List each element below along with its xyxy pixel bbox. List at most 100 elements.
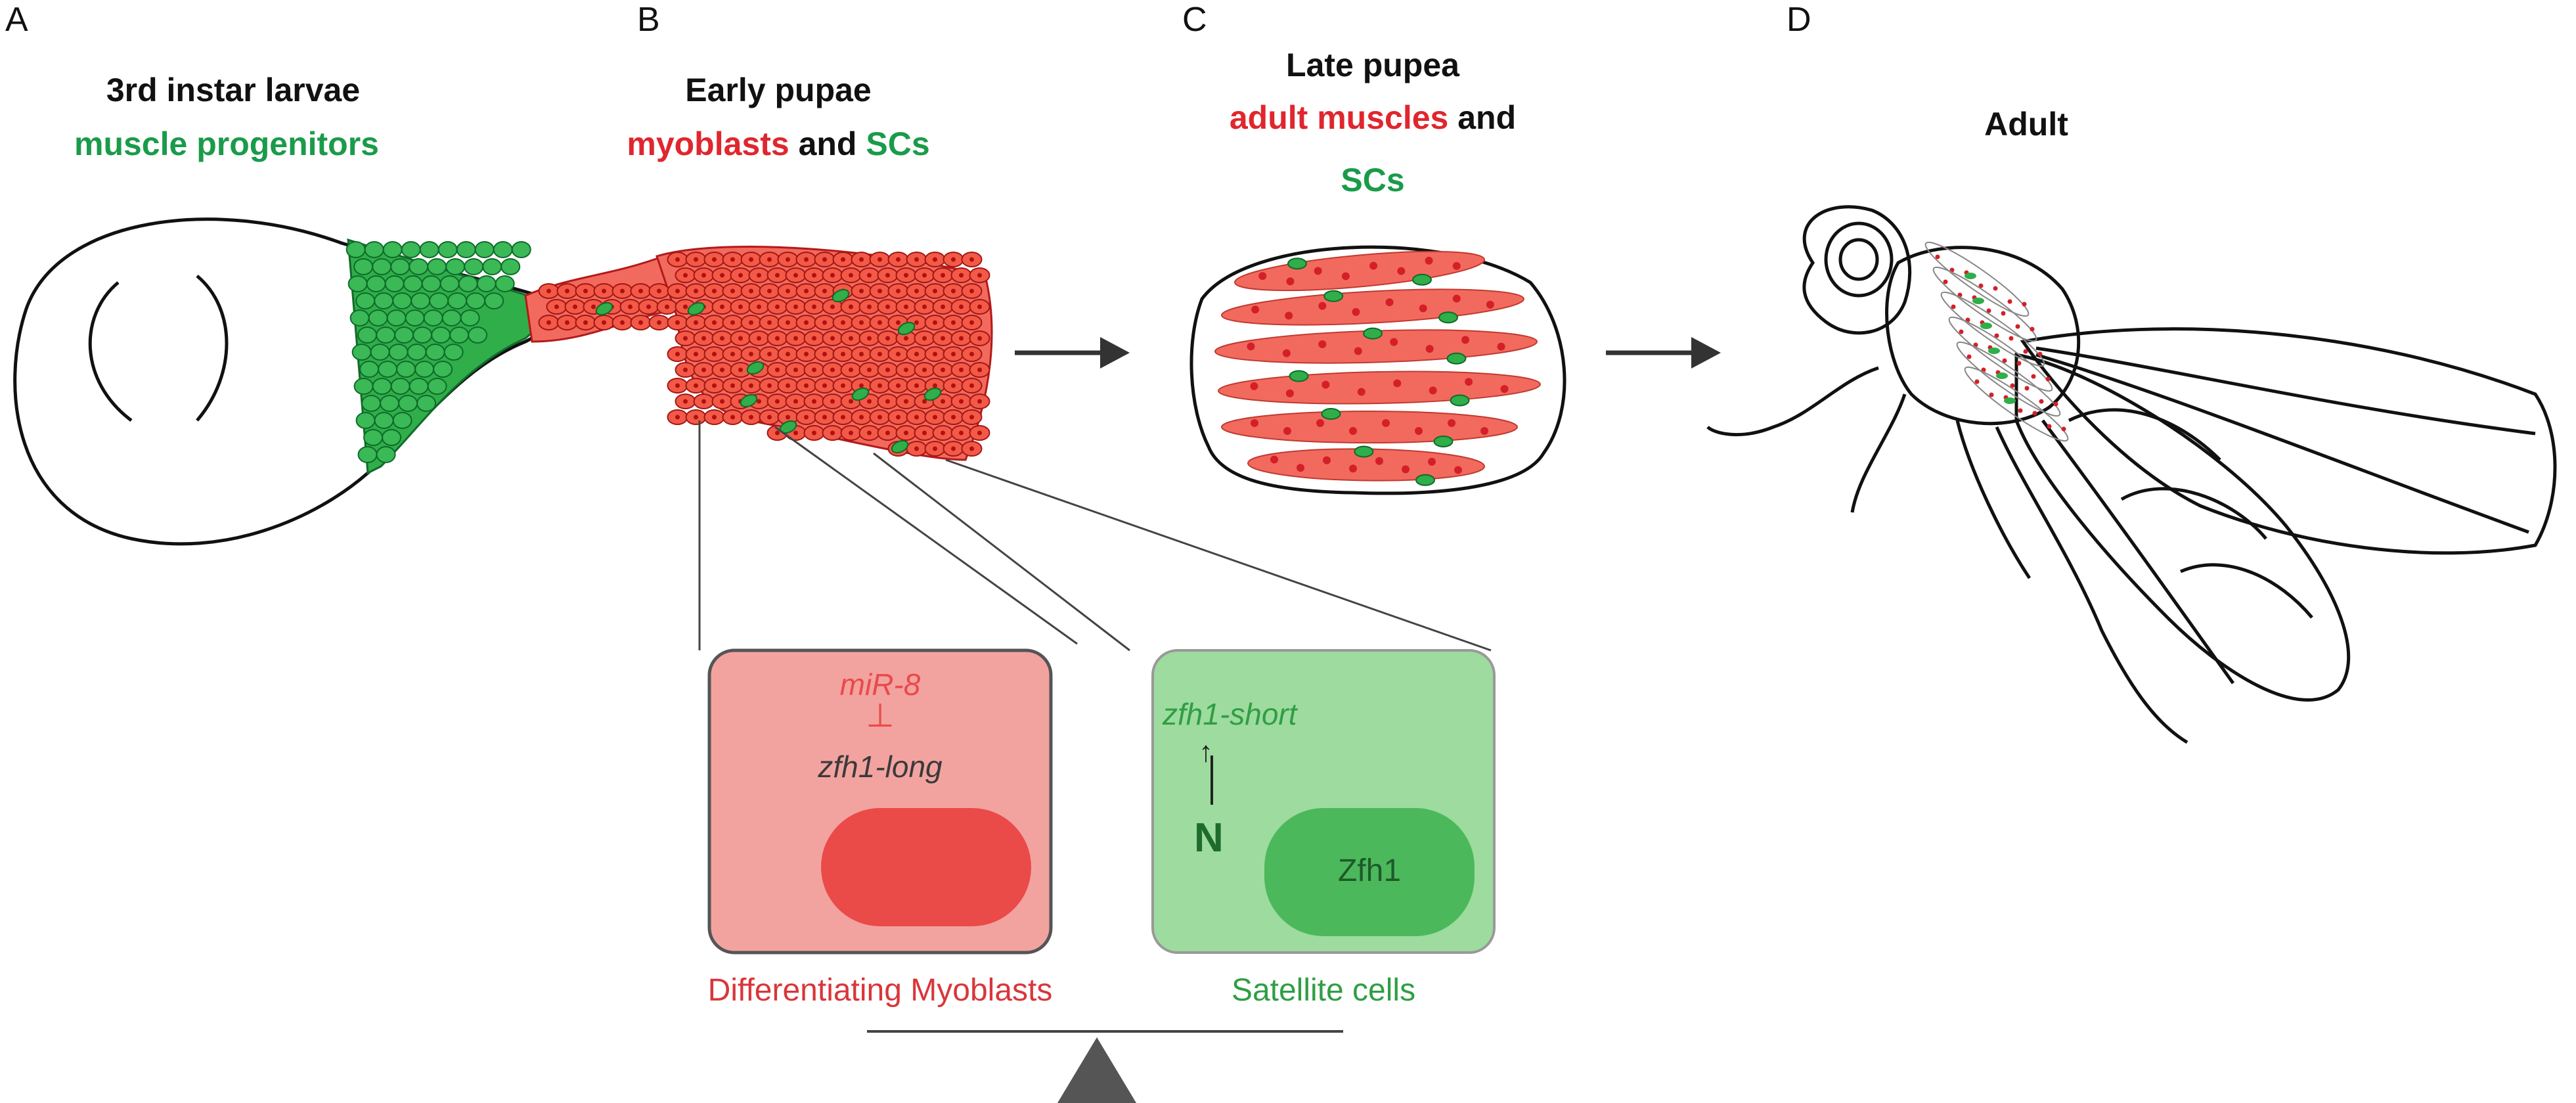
myoblast-nucleus-dot xyxy=(620,320,625,325)
progenitor-cell xyxy=(405,309,425,326)
zoom-line-2 xyxy=(774,426,1078,645)
progenitor-cell xyxy=(511,241,531,258)
progenitor-cell xyxy=(464,258,484,275)
satellite-cell xyxy=(832,288,850,303)
myoblast-nucleus-dot xyxy=(804,257,809,262)
muscle-nucleus xyxy=(1349,464,1357,473)
fly-muscle-nucleus xyxy=(1993,286,1998,291)
muscle-nucleus xyxy=(1461,336,1470,344)
panel-letter-d: D xyxy=(1787,1,1811,39)
muscle-nucleus xyxy=(1415,427,1423,435)
progenitor-cell xyxy=(466,292,486,309)
satellite-cell xyxy=(897,321,916,336)
progenitor-cell xyxy=(376,446,396,463)
myoblast-nucleus-dot xyxy=(738,304,743,309)
myoblast-nucleus-dot xyxy=(638,320,643,325)
myoblast-nucleus-dot xyxy=(812,336,816,341)
progenitor-cell xyxy=(474,241,495,258)
progenitor-cell xyxy=(353,258,374,275)
fly-muscle-nucleus xyxy=(1943,279,1948,284)
muscle-nucleus xyxy=(1390,338,1398,346)
myoblast-nucleus-dot xyxy=(775,399,780,404)
progenitor-cell xyxy=(460,309,480,326)
fly-muscle-nucleus xyxy=(2002,358,2007,363)
myoblast-nucleus-dot xyxy=(922,399,927,404)
progenitor-cell xyxy=(368,309,388,326)
muscle-nucleus xyxy=(1419,304,1427,313)
satellite-cell xyxy=(1287,258,1307,270)
muscle-nucleus xyxy=(1318,302,1327,310)
myoblast-nucleus-dot xyxy=(694,351,698,357)
fly-muscle-nucleus xyxy=(2032,411,2037,416)
myoblast-box xyxy=(707,648,1053,955)
muscle-nucleus xyxy=(1341,272,1350,281)
progenitor-cell xyxy=(345,241,366,258)
fly-leg-2 xyxy=(1850,394,1907,513)
notch-label: N xyxy=(1194,815,1224,861)
myoblast-nucleus-dot xyxy=(712,288,717,294)
myoblast-nucleus-dot xyxy=(859,320,864,325)
progenitor-cell xyxy=(476,275,497,292)
myoblast-nucleus-dot xyxy=(683,336,688,341)
myoblast-nucleus-dot xyxy=(969,320,974,325)
myoblast-nucleus-dot xyxy=(896,351,900,357)
fly-satellite-cell xyxy=(2004,397,2016,404)
progenitor-cell xyxy=(484,292,504,309)
satellite-cell xyxy=(1289,370,1309,382)
progenitor-cell xyxy=(363,429,384,446)
myoblast-nucleus-dot xyxy=(646,304,651,309)
myoblast-nucleus-dot xyxy=(841,257,845,262)
myoblast-nucleus-dot xyxy=(767,383,772,388)
satellite-cell xyxy=(1450,394,1470,407)
zfh1-protein-label: Zfh1 xyxy=(1337,853,1402,888)
zoom-line-3 xyxy=(873,452,1130,652)
myoblast-nucleus-dot xyxy=(757,304,761,309)
satellite-cell xyxy=(923,387,942,401)
muscle-nucleus xyxy=(1251,419,1258,427)
progenitor-cell xyxy=(380,395,400,412)
myoblast-nucleus-dot xyxy=(720,399,724,404)
myoblast-nucleus-dot xyxy=(749,320,753,325)
fly-muscle-nucleus xyxy=(2010,383,2015,388)
myoblast-cells xyxy=(538,252,990,457)
myoblast-nucleus-dot xyxy=(877,320,882,325)
panel-b-myoblasts: myoblasts xyxy=(627,125,789,162)
muscle-nucleus xyxy=(1285,311,1293,320)
progenitor-cell xyxy=(361,395,382,412)
progenitor-cell xyxy=(429,292,449,309)
myoblast-nucleus-dot xyxy=(922,273,927,278)
myoblast-nucleus-dot xyxy=(786,257,790,262)
myoblast-nucleus-dot xyxy=(767,320,772,325)
myoblast-nucleus-dot xyxy=(712,383,717,388)
arrow-c-to-d xyxy=(1606,337,1721,369)
myoblast-nucleus-dot xyxy=(793,273,798,278)
muscle-nucleus xyxy=(1282,349,1291,357)
myoblast-nucleus-dot xyxy=(565,320,569,325)
zfh1-long-label: zfh1-long xyxy=(818,750,943,784)
muscle-nucleus xyxy=(1349,427,1357,435)
myoblast-nucleus-dot xyxy=(730,257,735,262)
progenitor-cell xyxy=(384,275,405,292)
myoblast-nucleus-dot xyxy=(877,351,882,357)
myoblast-caption: Differentiating Myoblasts xyxy=(707,973,1053,1008)
myoblast-nucleus-dot xyxy=(822,383,827,388)
muscle-nucleus xyxy=(1428,457,1436,466)
myoblast-nucleus-dot xyxy=(933,383,937,388)
fly-thorax-muscles xyxy=(1924,241,2069,442)
satellite-cell xyxy=(1438,311,1458,324)
progenitor-cell xyxy=(396,361,416,378)
myoblast-nucleus-dot xyxy=(683,273,688,278)
myoblast-nucleus-dot xyxy=(804,288,809,294)
progenitor-cell xyxy=(353,378,374,395)
myoblast-nucleus-dot xyxy=(812,399,816,404)
fly-muscle-nucleus xyxy=(1951,304,1956,309)
fly-muscle-nucleus xyxy=(2053,401,2058,407)
fly-thorax xyxy=(1885,246,2081,426)
myoblast-nucleus-dot xyxy=(914,383,919,388)
panel-a-subtitle: muscle progenitors xyxy=(74,125,379,162)
myoblast-nucleus-dot xyxy=(959,430,964,436)
myoblast-nucleus-dot xyxy=(767,351,772,357)
muscle-nucleus xyxy=(1425,345,1434,353)
progenitor-cell xyxy=(372,378,392,395)
myoblast-nucleus-dot xyxy=(885,399,890,404)
